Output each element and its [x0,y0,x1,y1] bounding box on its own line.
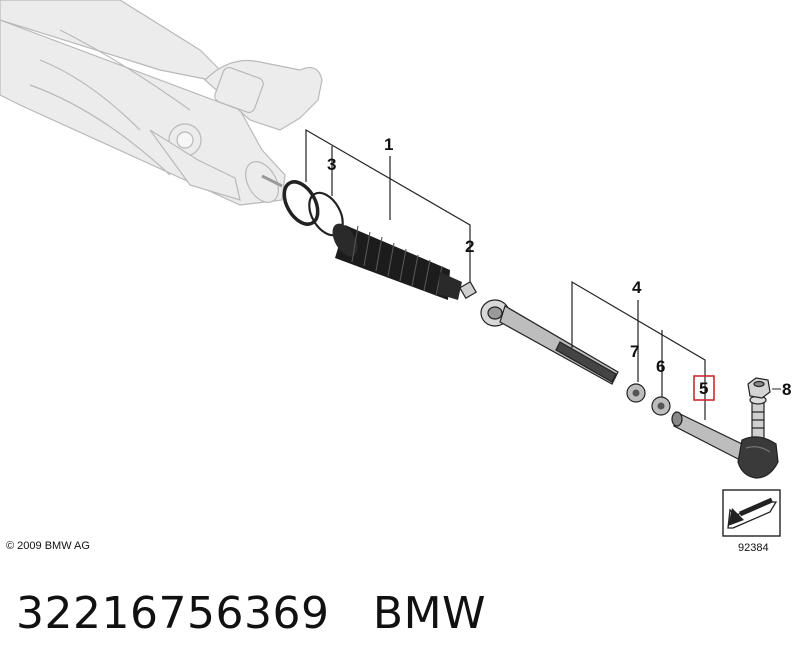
callout-5: 5 [699,379,708,398]
bellows-boot [332,223,462,300]
callout-8: 8 [782,380,791,399]
callout-6: 6 [656,357,665,376]
washer [651,396,671,416]
callout-4: 4 [632,278,642,297]
bracket-item-1 [305,128,471,286]
figure-number: 92384 [738,542,769,554]
tie-rod-end [671,395,779,479]
callout-5-highlight[interactable]: 5 [693,375,715,401]
lock-nut [626,383,646,403]
bracket-item-4 [571,280,706,420]
arrow-symbol-icon [722,489,781,537]
parts-diagram: 1 3 2 4 7 6 5 8 [0,0,791,537]
highlight-box [693,375,715,401]
copyright-notice: © 2009 BMW AG [6,540,90,552]
steering-rack-housing [0,0,323,206]
callout-2: 2 [465,237,474,256]
part-number: 32216756369 [16,588,330,639]
clamp [458,280,478,300]
callout-1: 1 [384,135,393,154]
footer-caption: 32216756369 BMW [16,588,486,639]
inner-tie-rod [480,299,619,385]
self-locking-nut [747,377,781,399]
callout-3: 3 [327,155,336,174]
brand-name: BMW [372,588,487,639]
callout-7: 7 [630,342,639,361]
